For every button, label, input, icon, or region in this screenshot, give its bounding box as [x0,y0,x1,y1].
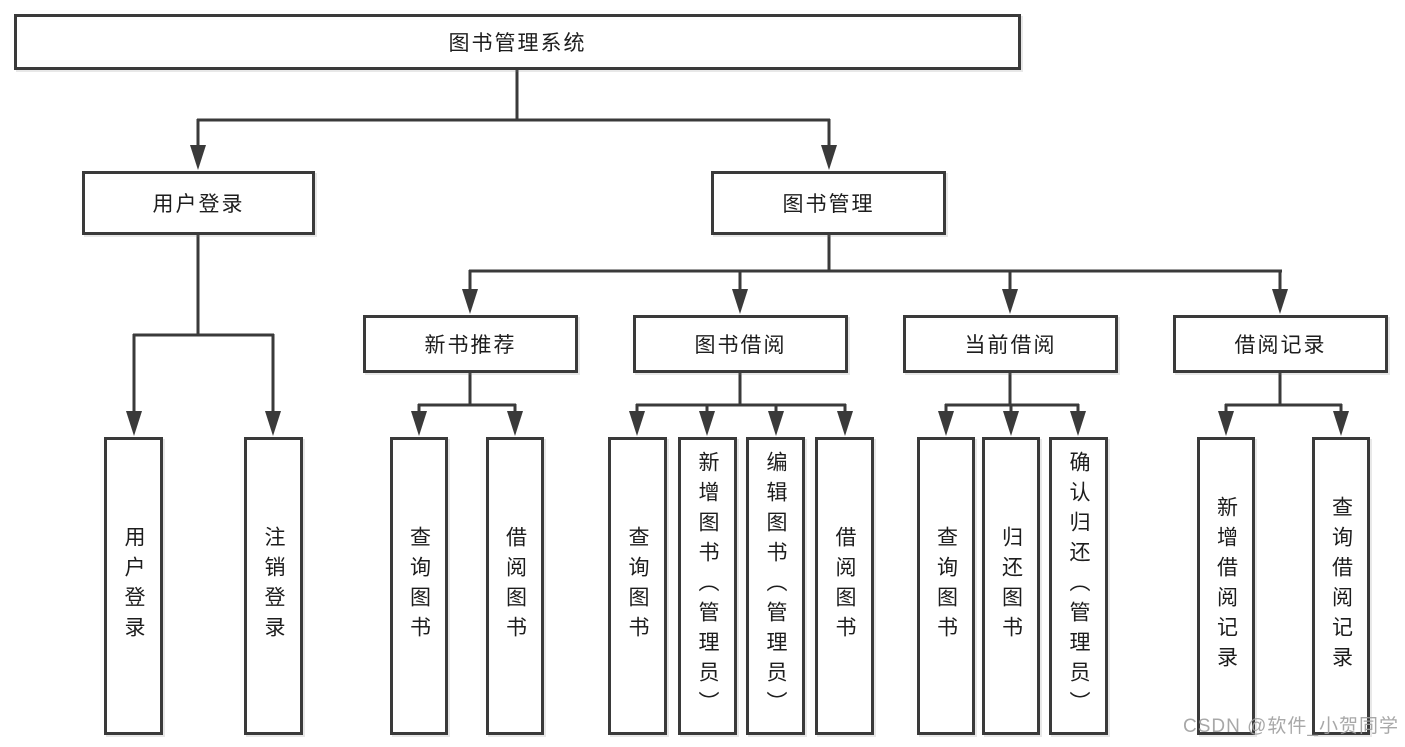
node-label: 用户登录 [152,193,245,216]
leaf-logout: 注销登录 [244,437,303,735]
leaf-confirm-return-admin: 确认归还（管理员） [1049,437,1108,735]
node-new-book-recommendation: 新书推荐 [363,315,578,373]
leaf-borrow-books-recommend: 借阅图书 [486,437,544,735]
node-library-management-system: 图书管理系统 [14,14,1021,70]
node-borrowing-records: 借阅记录 [1173,315,1388,373]
node-book-borrowing: 图书借阅 [633,315,848,373]
node-label: 新书推荐 [424,334,517,357]
leaf-query-books-recommend: 查询图书 [390,437,448,735]
node-label: 新增图书（管理员） [696,451,719,721]
node-label: 注销登录 [262,526,285,646]
leaf-query-borrow-record: 查询借阅记录 [1312,437,1370,735]
leaf-user-login: 用户登录 [104,437,163,735]
node-label: 查询图书 [407,526,431,646]
node-current-borrowing: 当前借阅 [903,315,1118,373]
node-book-management: 图书管理 [711,171,946,235]
leaf-query-books-current: 查询图书 [917,437,975,735]
node-label: 新增借阅记录 [1214,496,1238,676]
node-label: 借阅图书 [833,526,856,646]
leaf-add-book-admin: 新增图书（管理员） [678,437,737,735]
node-label: 图书借阅 [694,334,787,357]
node-label: 当前借阅 [964,334,1057,357]
node-label: 借阅记录 [1234,334,1327,357]
leaf-edit-book-admin: 编辑图书（管理员） [746,437,805,735]
node-label: 编辑图书（管理员） [764,451,787,721]
leaf-borrow-books-borrow: 借阅图书 [815,437,874,735]
node-label: 用户登录 [122,526,145,646]
node-label: 确认归还（管理员） [1067,451,1090,721]
node-label: 查询图书 [934,526,958,646]
leaf-query-books-borrow: 查询图书 [608,437,667,735]
node-user-login: 用户登录 [82,171,315,235]
leaf-add-borrow-record: 新增借阅记录 [1197,437,1255,735]
node-label: 图书管理系统 [448,32,587,55]
node-label: 借阅图书 [503,526,527,646]
csdn-watermark: CSDN @软件_小贺同学 [1183,716,1399,737]
node-label: 查询图书 [626,526,649,646]
leaf-return-books: 归还图书 [982,437,1040,735]
node-label: 归还图书 [999,526,1023,646]
node-label: 图书管理 [782,193,875,216]
node-label: 查询借阅记录 [1329,496,1353,676]
